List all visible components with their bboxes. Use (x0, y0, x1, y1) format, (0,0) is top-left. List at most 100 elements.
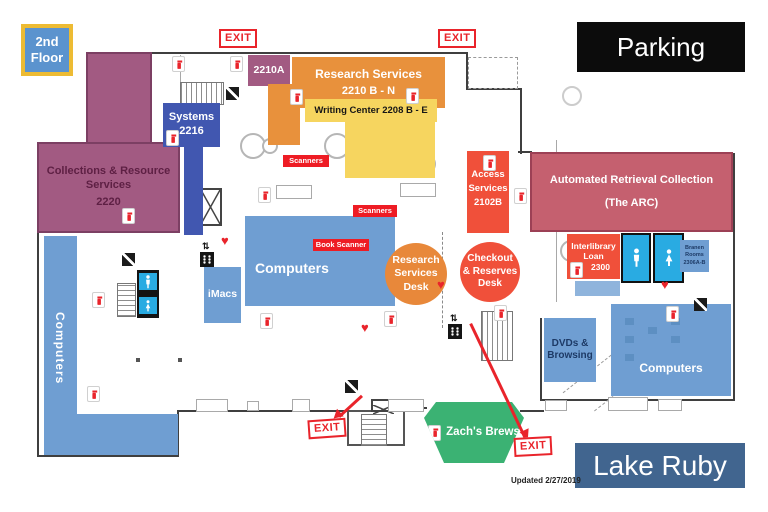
room-number: 2300 (591, 261, 610, 272)
label-text: Book Scanner (315, 240, 367, 250)
region-arc: Automated Retrieval Collection (The ARC) (530, 152, 733, 232)
wall (520, 88, 522, 154)
fire-extinguisher-icon (230, 56, 243, 72)
fire-extinguisher-icon (428, 424, 442, 441)
fire-extinguisher-icon (166, 130, 179, 146)
wall (733, 153, 735, 401)
parking-banner: Parking (577, 22, 745, 72)
desk-label: Desk (403, 280, 429, 293)
region-imacs: iMacs (204, 267, 241, 323)
restroom-panel (139, 297, 157, 314)
furniture-dot (178, 358, 182, 362)
floor-badge: 2nd Floor (21, 24, 73, 76)
furniture-table (196, 399, 228, 412)
fire-extinguisher-icon (258, 187, 271, 203)
region-branen-rooms: Branen Rooms 2306A-B (680, 240, 709, 272)
wall (177, 410, 357, 412)
room-number: 2210 B - N (341, 84, 396, 97)
region-2210a: 2210A (248, 55, 290, 86)
desk-label: Services (394, 267, 438, 280)
room-number: 2102B (474, 196, 502, 208)
scanners-label: Scanners (353, 205, 397, 217)
region-interlibrary-counter (575, 281, 620, 296)
exit-text: EXIT (519, 439, 547, 453)
room-label: Access (471, 169, 505, 180)
aed-heart-icon: ♥ (661, 277, 669, 292)
fire-extinguisher-icon (406, 88, 419, 104)
diagonal-sign-icon (122, 253, 135, 266)
room-number: 2210A (253, 63, 285, 76)
room-label: (The ARC) (604, 196, 659, 209)
elevator-arrows-icon: ⇅ (450, 313, 458, 323)
room-label: iMacs (207, 288, 238, 301)
fire-extinguisher-icon (260, 313, 273, 329)
fire-extinguisher-icon (290, 89, 303, 105)
fire-extinguisher-icon (92, 292, 105, 308)
wall (466, 52, 468, 90)
furniture-chair (625, 354, 634, 361)
room-label: Systems (168, 111, 215, 124)
room-label: Loan (583, 251, 604, 262)
restroom-panel (139, 273, 157, 290)
region-computers-left (44, 236, 77, 455)
fire-extinguisher-icon (494, 305, 507, 321)
furniture-chair (625, 336, 634, 343)
wall (177, 410, 179, 457)
exit-text: EXIT (225, 32, 252, 44)
furniture-table (388, 399, 424, 412)
wall (518, 151, 532, 153)
x-lines-icon (200, 189, 221, 225)
wall (520, 410, 544, 412)
exit-sign: EXIT (513, 436, 553, 458)
furniture-chair (648, 327, 657, 334)
wall (37, 142, 39, 457)
restroom-person-icon (145, 299, 151, 311)
furniture-table (292, 399, 310, 412)
room-number: 2220 (96, 196, 121, 209)
room-label: DVDs & (551, 337, 589, 349)
room-label: Services (468, 182, 508, 194)
fire-extinguisher-icon (570, 262, 583, 278)
diagonal-sign-icon (345, 380, 358, 393)
exit-sign: EXIT (307, 417, 348, 440)
region-dvds-browsing: DVDs & Browsing (544, 318, 596, 382)
room-label: Collections & Resource (46, 164, 171, 177)
elevator-arrows-icon: ⇅ (202, 241, 210, 251)
restroom-unit (137, 270, 159, 318)
fire-extinguisher-icon (483, 155, 496, 171)
room-label: Computers (53, 312, 67, 385)
fire-extinguisher-icon (122, 208, 135, 224)
badge-line: 2nd (35, 33, 59, 49)
region-collections: Collections & Resource Services 2220 (37, 142, 180, 233)
region-zachs-brews: Zach's Brews (424, 402, 524, 463)
wall (87, 52, 468, 54)
aed-heart-icon: ♥ (437, 277, 445, 292)
aed-heart-icon: ♥ (361, 320, 369, 335)
lake-ruby-banner: Lake Ruby (575, 443, 745, 488)
room-label: Computers (639, 361, 703, 375)
region-collections-upper (86, 52, 152, 144)
desk-label: Desk (478, 278, 502, 290)
room-label: Research Services (315, 66, 422, 81)
room-label: Rooms (685, 252, 704, 259)
room-label: Branen (685, 245, 704, 252)
furniture-chair (625, 318, 634, 325)
label-text: Scanners (358, 206, 392, 216)
restroom-person-icon (633, 248, 639, 267)
scanners-label: Scanners (283, 155, 329, 167)
furniture-table (658, 399, 682, 411)
stairs (361, 414, 387, 446)
fire-extinguisher-icon (514, 188, 527, 204)
room-number: 2306A-B (683, 259, 706, 266)
restroom-person-icon (146, 274, 150, 288)
furniture-table (608, 397, 648, 411)
elevator-icon (200, 252, 214, 267)
room-label: Services (85, 178, 132, 191)
furniture-chair (671, 336, 680, 343)
book-scanner-label: Book Scanner (313, 239, 369, 251)
exit-sign: EXIT (219, 29, 258, 49)
room-number: 2216 (179, 125, 204, 137)
fire-extinguisher-icon (666, 306, 679, 322)
wall (37, 455, 179, 457)
